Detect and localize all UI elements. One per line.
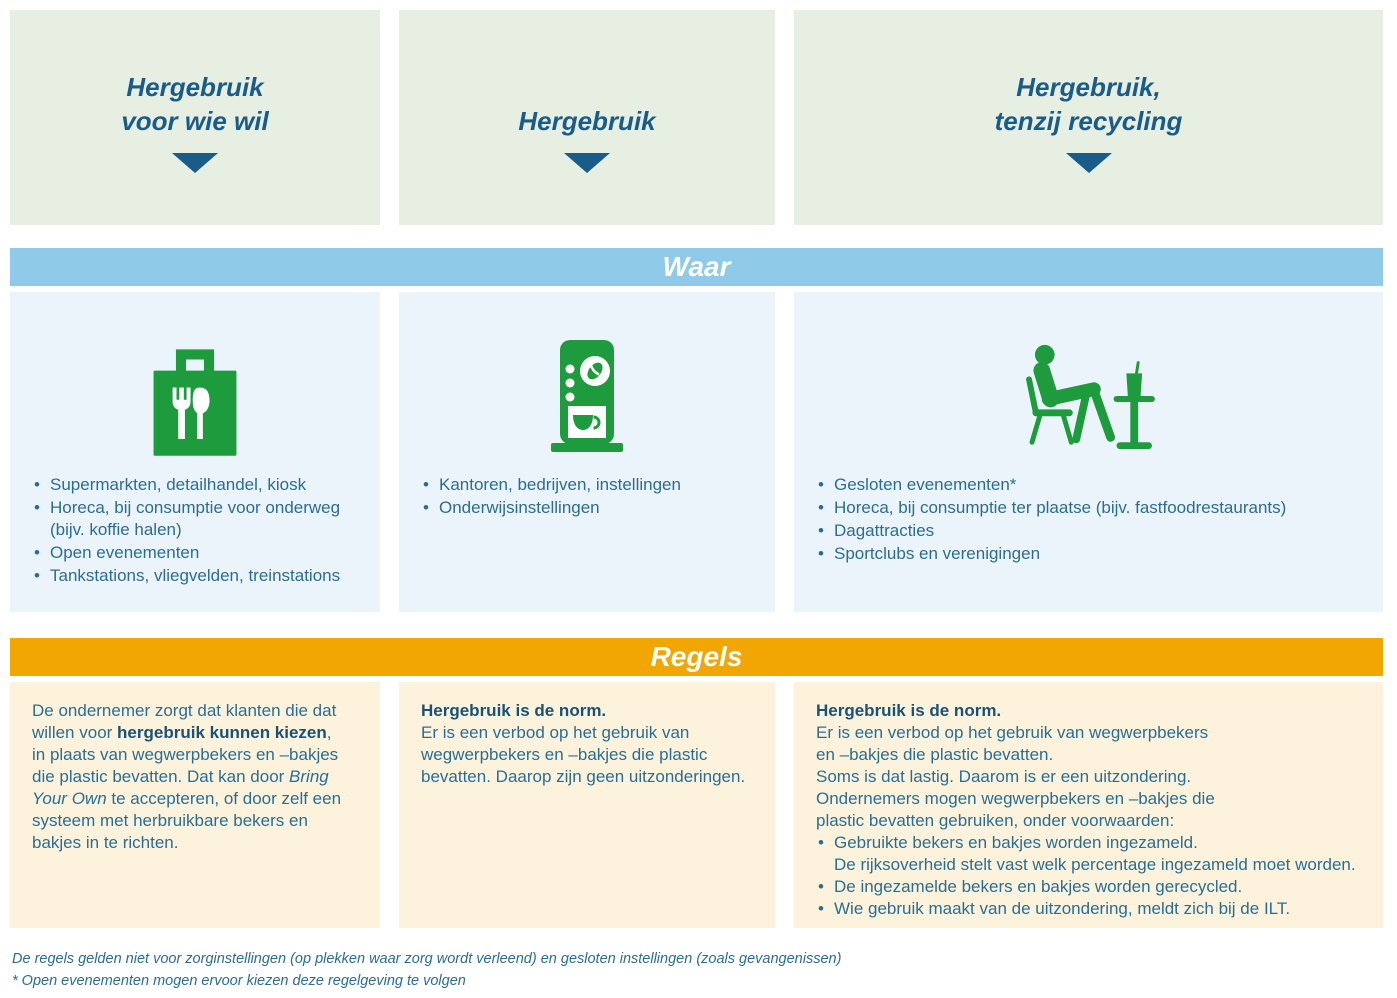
waar-band: Waar (10, 248, 1383, 286)
list-item: Wie gebruik maakt van de uitzondering, m… (818, 898, 1375, 920)
where-list: Supermarkten, detailhandel, kiosk Horeca… (10, 474, 380, 587)
where-list: Kantoren, bedrijven, instellingen Onderw… (399, 474, 775, 519)
column-header-hergebruik-voor-wie-wil: Hergebruik voor wie wil (10, 10, 380, 225)
where-list: Gesloten evenementen* Horeca, bij consum… (794, 474, 1383, 565)
rules-paragraph: Er is een verbod op het gebruik van wegw… (816, 723, 1215, 830)
rules-heading: Hergebruik is de norm. (421, 701, 607, 720)
list-item: Horeca, bij consumptie voor onderweg (bi… (34, 497, 372, 541)
column-title: Hergebruik voor wie wil (121, 72, 269, 136)
list-item: Horeca, bij consumptie ter plaatse (bijv… (818, 497, 1375, 519)
rules-paragraph: Er is een verbod op het gebruik van wegw… (421, 723, 746, 786)
takeaway-bag-icon (10, 292, 380, 458)
list-item: De ingezamelde bekers en bakjes worden g… (818, 876, 1375, 898)
seated-person-table-icon (794, 292, 1383, 458)
footnote-line: De regels gelden niet voor zorginstellin… (12, 951, 842, 967)
regels-band-label: Regels (650, 641, 743, 672)
list-item: Gebruikte bekers en bakjes worden ingeza… (818, 832, 1375, 876)
list-item: Open evenementen (34, 542, 372, 564)
rules-text-segment: De ondernemer zorgt dat klanten die dat … (32, 701, 337, 742)
arrow-down-icon (172, 153, 218, 173)
list-item: Supermarkten, detailhandel, kiosk (34, 474, 372, 496)
rules-text-segment: te accepteren, of door zelf een systeem … (32, 789, 342, 852)
rules-conditions-list: Gebruikte bekers en bakjes worden ingeza… (816, 832, 1375, 920)
list-item: Onderwijsinstellingen (423, 497, 767, 519)
list-item: Gesloten evenementen* (818, 474, 1375, 496)
column-title: Hergebruik (518, 106, 656, 136)
coffee-machine-icon (399, 292, 775, 458)
arrow-down-icon (1065, 153, 1112, 173)
column-header-hergebruik-tenzij-recycling: Hergebruik, tenzij recycling (794, 10, 1383, 225)
footnote-line: * Open evenementen mogen ervoor kiezen d… (12, 973, 466, 989)
rules-panel-3: Hergebruik is de norm. Er is een verbod … (794, 682, 1383, 928)
column-header-hergebruik: Hergebruik (399, 10, 775, 225)
where-panel-3: Gesloten evenementen* Horeca, bij consum… (794, 292, 1383, 612)
waar-band-label: Waar (662, 251, 731, 282)
where-panel-2: Kantoren, bedrijven, instellingen Onderw… (399, 292, 775, 612)
rules-panel-2: Hergebruik is de norm. Er is een verbod … (399, 682, 775, 928)
where-panel-1: Supermarkten, detailhandel, kiosk Horeca… (10, 292, 380, 612)
rules-text-bold: hergebruik kunnen kiezen (117, 723, 327, 742)
list-item: Tankstations, vliegvelden, treinstations (34, 565, 372, 587)
list-item: Dagattracties (818, 520, 1375, 542)
arrow-down-icon (564, 153, 610, 173)
regels-band: Regels (10, 638, 1383, 676)
list-item: Kantoren, bedrijven, instellingen (423, 474, 767, 496)
rules-heading: Hergebruik is de norm. (816, 701, 1002, 720)
rules-text-italic: Bring Your Own (32, 767, 329, 808)
rules-panel-1: De ondernemer zorgt dat klanten die dat … (10, 682, 380, 928)
rules-text-segment: , in plaats van wegwerpbekers en –bakjes… (32, 723, 339, 786)
footnotes: De regels gelden niet voor zorginstellin… (12, 948, 841, 992)
rules-paragraph: De ondernemer zorgt dat klanten die dat … (32, 700, 372, 854)
list-item: Sportclubs en verenigingen (818, 543, 1375, 565)
column-title: Hergebruik, tenzij recycling (994, 72, 1183, 136)
